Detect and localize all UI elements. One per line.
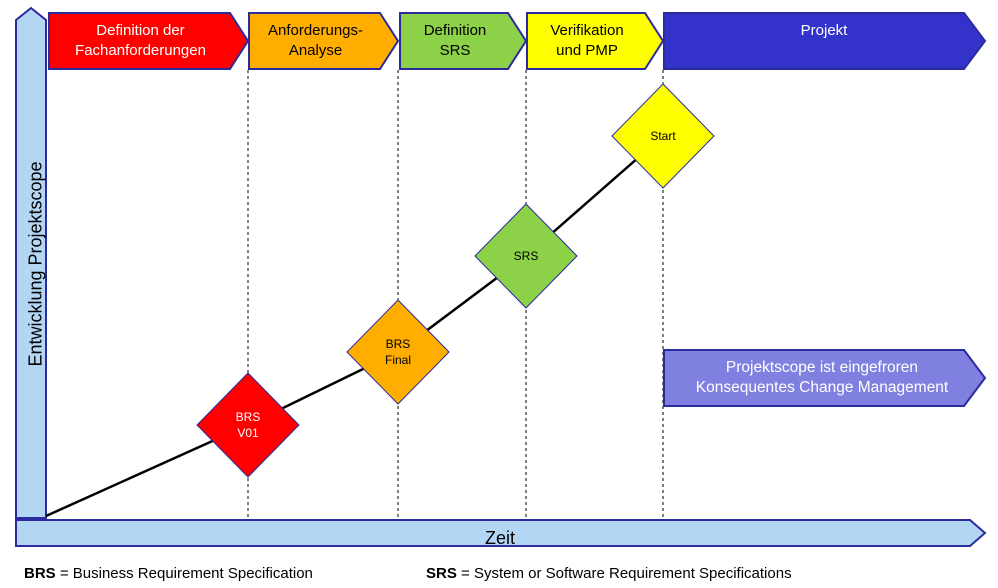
phase-label-5: Projekt [800,22,848,39]
milestone-label-2: BRS Final [384,337,411,367]
legend-srs-text: = System or Software Requirement Specifi… [456,565,792,582]
phase-label-1: Definition der Fachanforderungen [75,22,206,59]
phase-label-2: Anforderungs- Analyse [267,22,364,59]
phase-separators [247,70,664,520]
legend-srs: SRS = System or Software Requirement Spe… [426,565,792,582]
milestone-label-3: SRS [513,249,539,263]
legend-brs-abbr: BRS [24,565,56,582]
phase-chevron-4 [526,12,665,70]
phase-chevron-1 [48,12,250,70]
milestone-diamond-3 [474,203,578,309]
legend-brs: BRS = Business Requirement Specification [24,565,313,582]
freeze-note-arrow [663,349,987,407]
phase-label-3: Definition SRS [423,22,487,59]
phase-chevron-3 [399,12,528,70]
milestone-label-1: BRS V01 [235,410,261,440]
legend-brs-text: = Business Requirement Specification [55,565,313,582]
phase-chevron-5 [663,12,987,70]
milestone-diamond-1 [196,372,300,478]
legend-srs-abbr: SRS [426,565,457,582]
milestone-diamond-4 [611,83,715,189]
x-axis-label: Zeit [484,528,515,548]
milestone-diamond-2 [346,299,450,405]
freeze-note-text: Projektscope ist eingefroren Konsequente… [695,359,949,396]
x-axis-arrow [15,519,987,547]
milestone-label-4: Start [650,129,676,143]
scope-growth-line [45,135,664,518]
y-axis-arrow [15,6,47,519]
y-axis-label: Entwicklung Projektscope [25,161,46,367]
phase-label-4: Verifikation und PMP [550,22,624,59]
phase-chevron-2 [248,12,400,70]
